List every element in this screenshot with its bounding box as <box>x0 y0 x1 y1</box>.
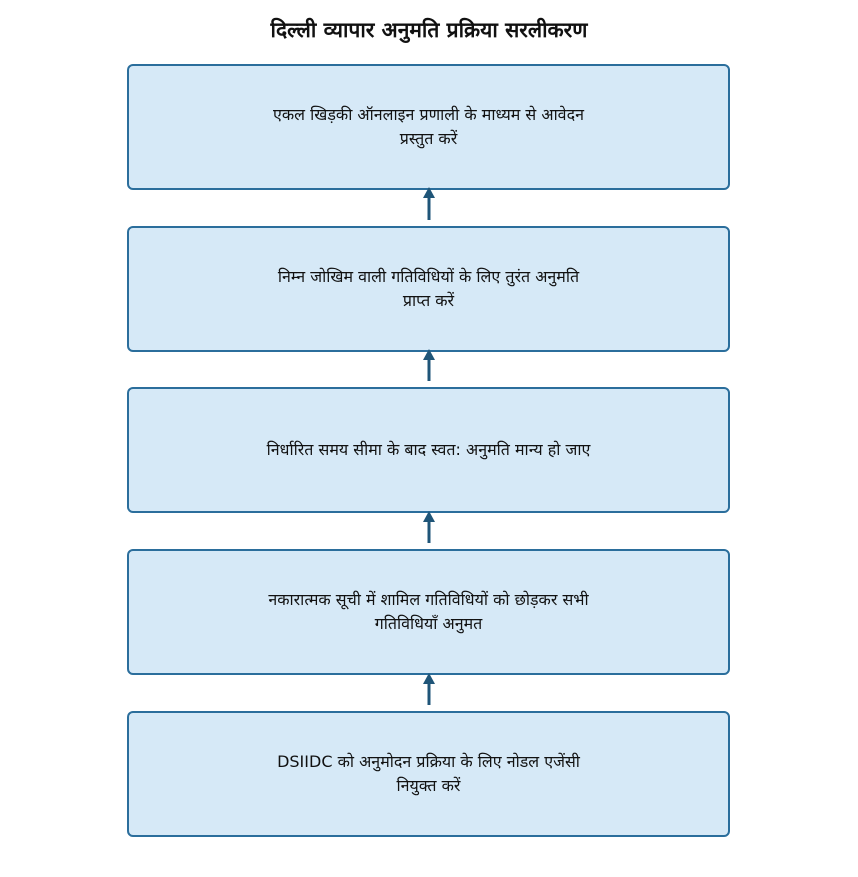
arrow-step3-to-step2 <box>423 349 435 381</box>
arrow-step5-to-step4 <box>423 673 435 705</box>
step-box-5: DSIIDC को अनुमोदन प्रक्रिया के लिए नोडल … <box>127 711 730 837</box>
step-text-3: निर्धारित समय सीमा के बाद स्वत: अनुमति म… <box>266 440 591 459</box>
step-text-2: निम्न जोखिम वाली गतिविधियों के लिए तुरंत… <box>277 267 580 310</box>
step-box-2: निम्न जोखिम वाली गतिविधियों के लिए तुरंत… <box>127 226 730 352</box>
step-text-5: DSIIDC को अनुमोदन प्रक्रिया के लिए नोडल … <box>277 752 580 795</box>
diagram-title: दिल्ली व्यापार अनुमति प्रक्रिया सरलीकरण <box>270 18 588 42</box>
arrow-step4-to-step3 <box>423 511 435 543</box>
arrow-step2-to-step1 <box>423 187 435 220</box>
step-text-4: नकारात्मक सूची में शामिल गतिविधियों को छ… <box>268 590 589 633</box>
step-box-3: निर्धारित समय सीमा के बाद स्वत: अनुमति म… <box>127 387 730 513</box>
step-box-1: एकल खिड़की ऑनलाइन प्रणाली के माध्यम से आ… <box>127 64 730 190</box>
step-box-4: नकारात्मक सूची में शामिल गतिविधियों को छ… <box>127 549 730 675</box>
step-text-1: एकल खिड़की ऑनलाइन प्रणाली के माध्यम से आ… <box>273 105 584 148</box>
